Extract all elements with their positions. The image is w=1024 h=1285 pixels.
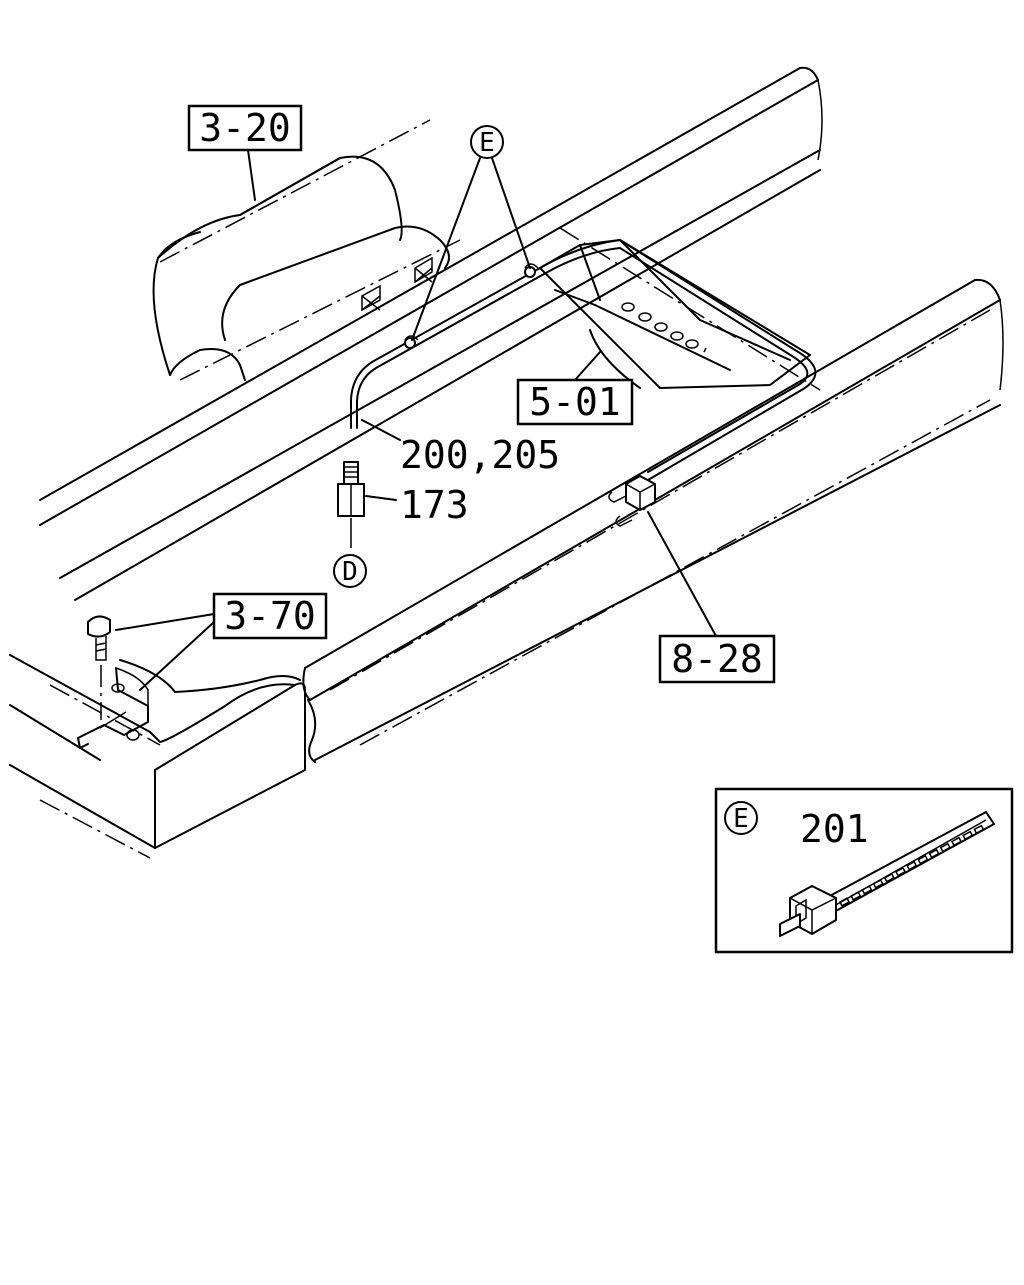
cable-tie-tooth — [906, 860, 918, 871]
callout-d-main-text: D — [342, 557, 358, 587]
cable-tie-tooth — [962, 830, 974, 841]
part-label-201: 201 — [800, 807, 869, 851]
ref-box-5-01: 5-01 — [516, 378, 634, 426]
pipe-clamp-1 — [404, 337, 416, 349]
ref-box-3-70: 3-70 — [212, 592, 328, 640]
cable-tie-tooth — [883, 872, 895, 883]
callout-e-main: E — [470, 125, 504, 159]
cable-tie-tooth — [838, 897, 851, 907]
ref-label-3-20: 3-20 — [199, 106, 291, 150]
cable-tie-tooth — [928, 848, 940, 859]
valve-8-28 — [608, 475, 656, 527]
ref-label-8-28: 8-28 — [671, 637, 763, 681]
cross-member — [539, 227, 821, 391]
fuel-tank — [152, 119, 461, 381]
cable-tie-tooth — [872, 879, 884, 889]
upper-frame-rail — [39, 66, 823, 601]
detail-inset-e: E 201 — [714, 787, 1014, 954]
ref-label-3-70: 3-70 — [224, 594, 316, 638]
left-frame-end — [9, 654, 306, 859]
part-label-173: 173 — [400, 483, 469, 527]
cable-tie-tooth — [939, 842, 951, 853]
callout-d-main: D — [333, 554, 367, 588]
callout-e-detail-text: E — [733, 804, 749, 834]
bracket-bolt — [77, 615, 149, 749]
cable-tie-tooth — [861, 885, 873, 895]
connector-173 — [337, 461, 365, 548]
ref-box-8-28: 8-28 — [658, 634, 776, 684]
cable-tie-tooth — [850, 891, 862, 901]
fuel-pipe — [350, 239, 817, 481]
ref-box-3-20: 3-20 — [187, 104, 303, 152]
callout-e-main-text: E — [479, 128, 495, 158]
cable-tie-201 — [779, 811, 995, 937]
cable-tie-tooth — [917, 854, 929, 865]
cable-tie-tooth — [950, 836, 963, 847]
leader-lines — [115, 149, 857, 891]
cable-tie-tooth — [894, 866, 907, 877]
cable-tie-tooth — [973, 824, 985, 835]
part-label-200-205: 200,205 — [400, 433, 560, 477]
ref-label-5-01: 5-01 — [529, 380, 621, 424]
